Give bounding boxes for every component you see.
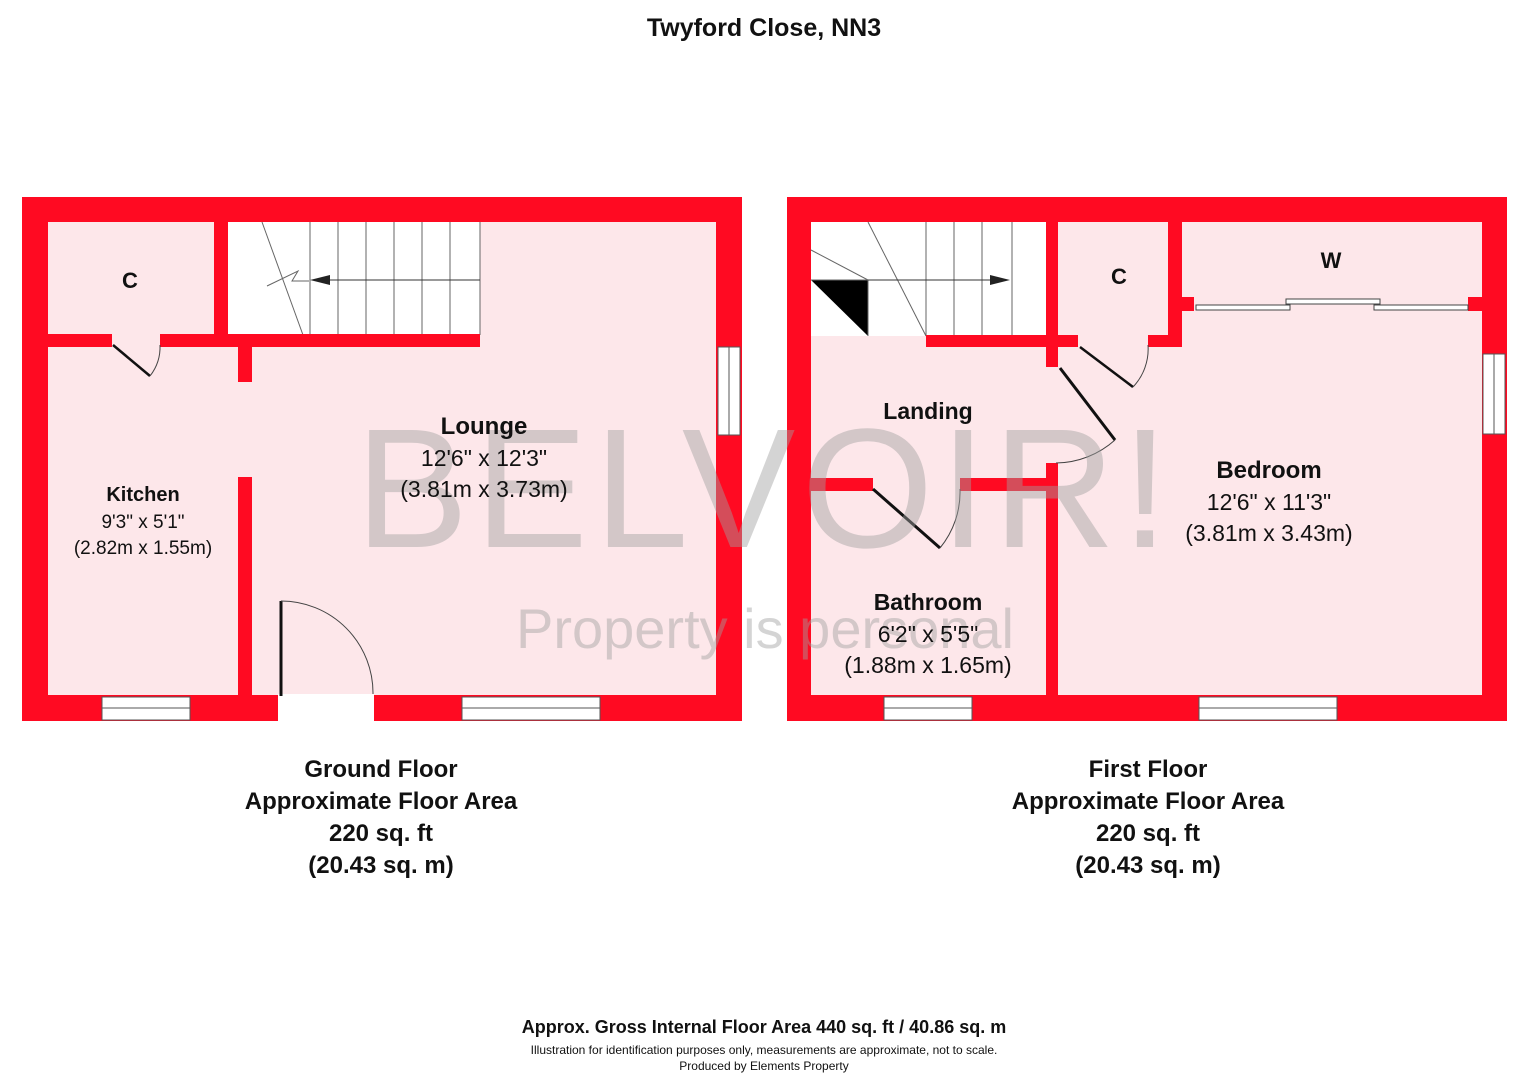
kitchen-dims-metric: (2.82m x 1.55m)	[74, 538, 212, 559]
ground-floor-area-imperial: 220 sq. ft	[329, 820, 433, 847]
ground-floor-area-label: Approximate Floor Area	[245, 788, 518, 815]
first-floor-area-imperial: 220 sq. ft	[1096, 820, 1200, 847]
kitchen-dims-imperial: 9'3" x 5'1"	[101, 512, 184, 533]
wardrobe-sliding-doors	[1195, 298, 1469, 311]
bathroom-door	[872, 487, 961, 550]
wardrobe-label: W	[1321, 248, 1342, 273]
first-floor-plan	[787, 197, 1507, 721]
watermark-tagline: Property is personal	[516, 597, 1014, 660]
ground-cupboard-label: C	[122, 268, 138, 293]
lounge-dims-metric: (3.81m x 3.73m)	[400, 476, 567, 502]
belvoir-watermark: BELVOIR! Property is personal	[355, 394, 1175, 660]
first-staircase	[810, 221, 1046, 337]
first-floor-area-label: Approximate Floor Area	[1012, 788, 1285, 815]
first-floor-name: First Floor	[1089, 756, 1208, 783]
kitchen-label: Kitchen	[106, 484, 179, 506]
bedroom-door	[1055, 367, 1117, 464]
ground-cupboard-door	[112, 344, 161, 377]
ground-windows	[101, 346, 741, 721]
ground-floor-plan	[22, 197, 742, 722]
first-cupboard-label: C	[1111, 264, 1127, 289]
bedroom-label: Bedroom	[1216, 457, 1321, 484]
lounge-dims-imperial: 12'6" x 12'3"	[421, 445, 547, 471]
watermark-brand: BELVOIR!	[355, 394, 1175, 584]
bathroom-label: Bathroom	[874, 589, 983, 615]
first-windows	[883, 353, 1506, 721]
first-floor-area-metric: (20.43 sq. m)	[1075, 852, 1220, 879]
ground-front-door	[278, 600, 374, 722]
ground-floor-name: Ground Floor	[304, 756, 457, 783]
first-cupboard-door	[1079, 344, 1149, 388]
bedroom-dims-imperial: 12'6" x 11'3"	[1207, 489, 1331, 515]
gross-floor-area: Approx. Gross Internal Floor Area 440 sq…	[521, 1017, 1007, 1037]
first-internal-walls	[811, 222, 1482, 695]
bedroom-dims-metric: (3.81m x 3.43m)	[1185, 520, 1352, 546]
bathroom-dims-imperial: 6'2" x 5'5"	[878, 621, 979, 647]
bathroom-dims-metric: (1.88m x 1.65m)	[844, 652, 1011, 678]
producer-credit: Produced by Elements Property	[679, 1059, 849, 1073]
plan-title: Twyford Close, NN3	[646, 14, 882, 42]
ground-internal-walls	[48, 222, 480, 695]
lounge-label: Lounge	[441, 413, 528, 440]
ground-staircase	[228, 221, 481, 336]
ground-floor-area-metric: (20.43 sq. m)	[308, 852, 453, 879]
disclaimer: Illustration for identification purposes…	[530, 1043, 998, 1057]
landing-label: Landing	[883, 398, 972, 424]
